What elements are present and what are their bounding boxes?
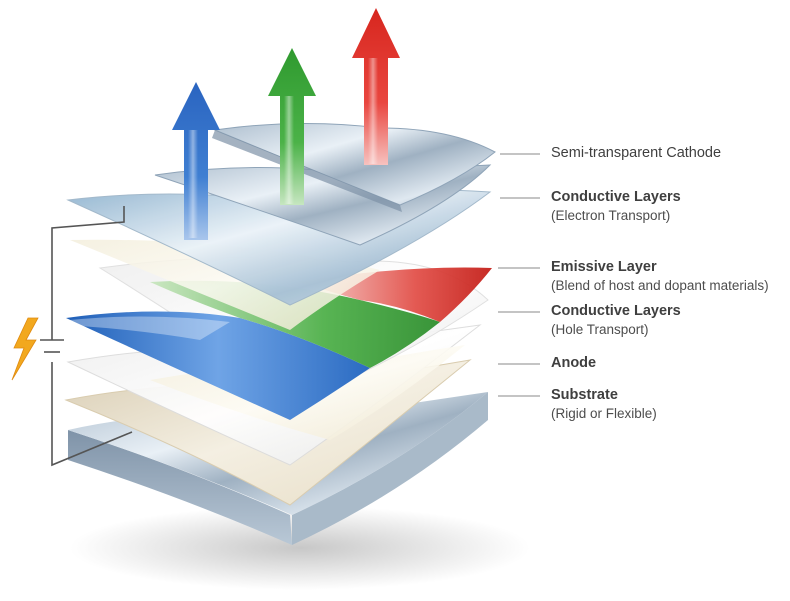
label-emissive-layer: Emissive Layer (Blend of host and dopant… <box>551 258 769 295</box>
emissive-blue-segment <box>66 311 370 420</box>
label-subtitle: (Blend of host and dopant materials) <box>551 278 769 294</box>
label-subtitle: (Rigid or Flexible) <box>551 406 657 422</box>
layer-emissive <box>66 267 492 420</box>
label-title: Emissive Layer <box>551 259 657 275</box>
label-semi-transparent-cathode: Semi-transparent Cathode <box>551 144 721 162</box>
power-circuit <box>40 206 133 467</box>
label-subtitle: (Electron Transport) <box>551 208 671 224</box>
lightning-bolt-icon <box>11 317 39 381</box>
label-substrate: Substrate (Rigid or Flexible) <box>551 386 657 423</box>
stack-shadow <box>70 506 530 590</box>
blue-light-arrow <box>172 82 220 240</box>
label-conductive-layers-electron: Conductive Layers (Electron Transport) <box>551 188 681 225</box>
label-subtitle: (Hole Transport) <box>551 322 649 338</box>
label-conductive-layers-hole: Conductive Layers (Hole Transport) <box>551 302 681 339</box>
red-light-arrow <box>352 8 400 165</box>
label-title: Semi-transparent Cathode <box>551 145 722 161</box>
label-title: Substrate <box>551 387 618 403</box>
label-title: Conductive Layers <box>551 303 681 319</box>
leader-lines <box>498 153 540 397</box>
label-title: Conductive Layers <box>551 189 681 205</box>
green-light-arrow <box>268 48 316 205</box>
label-title: Anode <box>551 355 597 371</box>
label-anode: Anode <box>551 354 596 372</box>
